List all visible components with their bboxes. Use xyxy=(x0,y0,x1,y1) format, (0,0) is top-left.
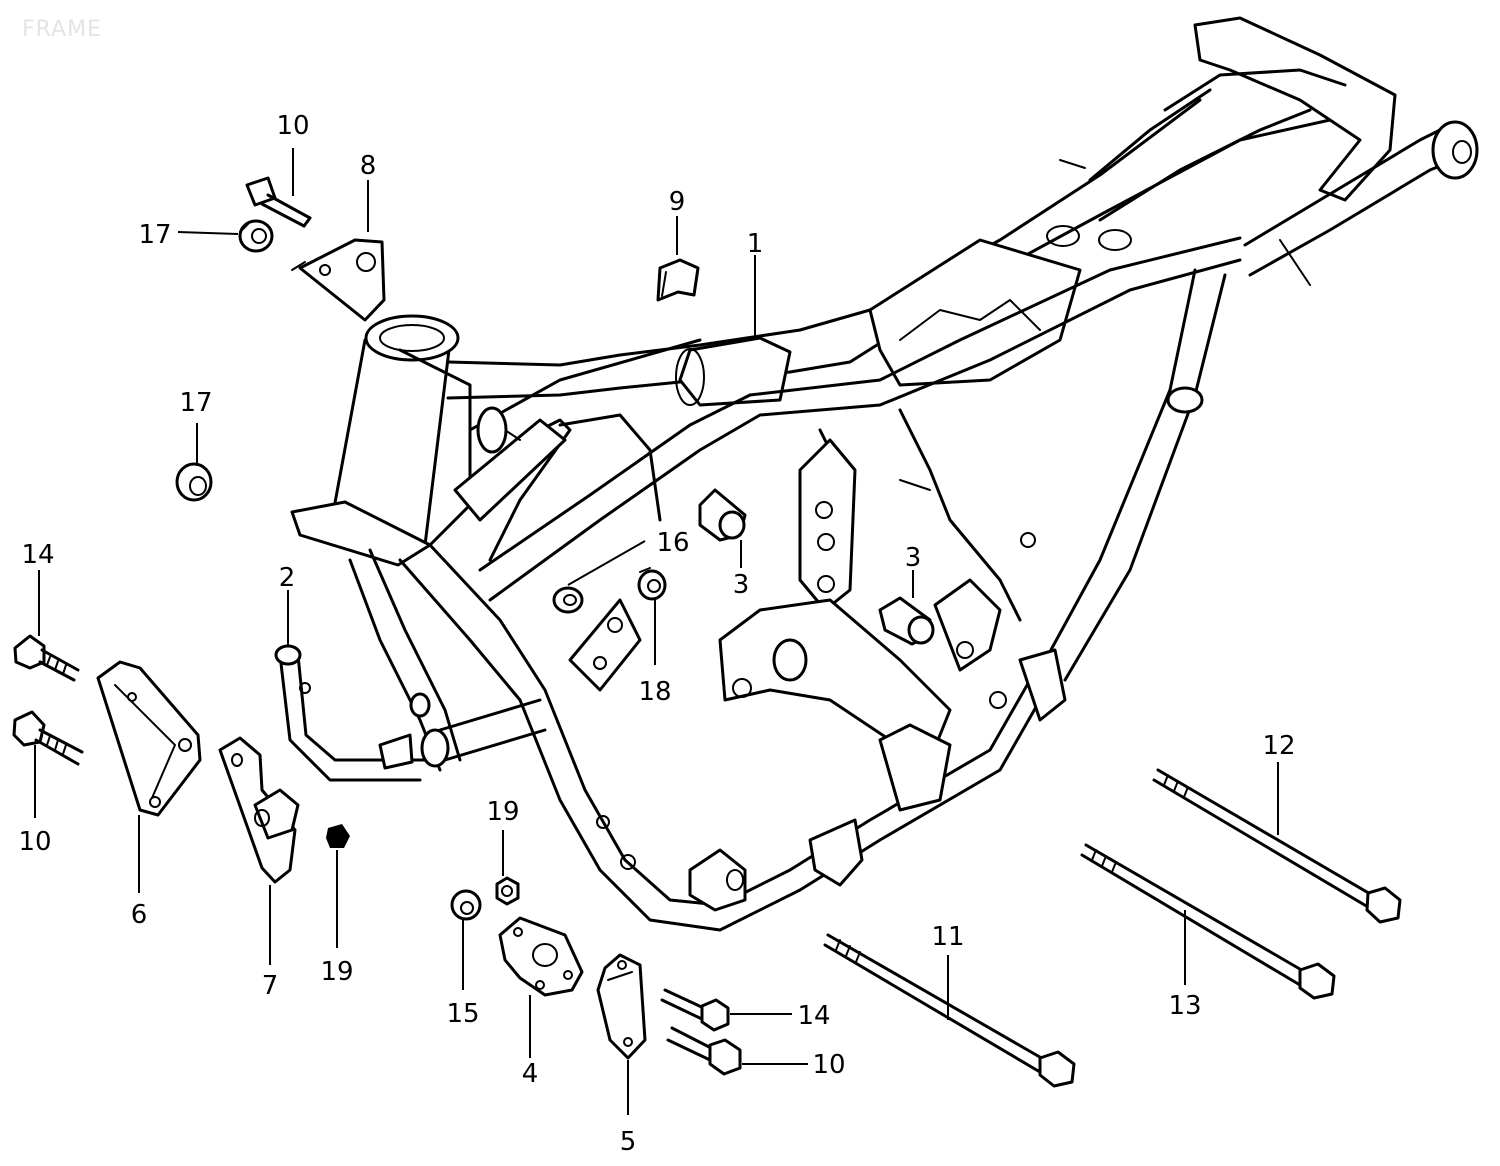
callout-12: 12 xyxy=(1262,731,1295,761)
callout-17-middle: 17 xyxy=(179,388,212,418)
callout-4: 4 xyxy=(522,1059,539,1089)
callout-10-middle: 10 xyxy=(812,1050,845,1080)
callout-18: 18 xyxy=(638,677,671,707)
callout-labels: 1 2 3 3 4 5 6 7 8 9 10 10 10 11 12 13 14… xyxy=(18,111,1295,1157)
collar-3-left xyxy=(698,488,747,542)
callout-2: 2 xyxy=(279,563,296,593)
rubber-cushion-9 xyxy=(656,258,700,302)
bolt-10-top xyxy=(245,176,312,228)
callout-14-middle: 14 xyxy=(797,1001,830,1031)
nut-18 xyxy=(637,567,667,601)
nut-19-middle xyxy=(495,876,520,906)
stud-2 xyxy=(274,644,427,782)
callout-3-right: 3 xyxy=(905,543,922,573)
callout-9: 9 xyxy=(669,187,686,217)
bracket-6 xyxy=(96,660,202,817)
long-bolt-13 xyxy=(1080,843,1336,1000)
main-frame xyxy=(290,16,1479,932)
collar-3-right xyxy=(878,596,935,646)
bolt-10-left xyxy=(12,710,84,766)
callout-11: 11 xyxy=(931,922,964,952)
callout-19-left: 19 xyxy=(320,957,353,987)
bolt-14-left xyxy=(13,634,80,682)
nut-16 xyxy=(552,586,584,614)
bolt-14-middle xyxy=(660,988,730,1032)
plate-4 xyxy=(498,916,584,997)
callout-10-left: 10 xyxy=(18,827,51,857)
collar-15 xyxy=(450,889,482,921)
bracket-5 xyxy=(596,953,647,1060)
leader-lines xyxy=(34,148,1279,1115)
callout-5: 5 xyxy=(620,1127,637,1157)
callout-3-left: 3 xyxy=(733,570,750,600)
callout-14-left: 14 xyxy=(21,540,54,570)
callout-10-top: 10 xyxy=(276,111,309,141)
callout-7: 7 xyxy=(262,971,279,1001)
nut-19-left xyxy=(326,824,350,848)
page-title: FRAME xyxy=(22,17,102,42)
long-bolt-12 xyxy=(1152,768,1402,924)
callout-8: 8 xyxy=(360,151,377,181)
callout-6: 6 xyxy=(131,900,148,930)
collar-17-top xyxy=(238,219,274,253)
collar-17-middle xyxy=(175,462,213,502)
callout-19-middle: 19 xyxy=(486,797,519,827)
bracket-8 xyxy=(291,238,386,322)
long-bolt-11 xyxy=(823,933,1076,1088)
callout-13: 13 xyxy=(1168,991,1201,1021)
bolt-10-middle xyxy=(666,1026,742,1076)
callout-16: 16 xyxy=(656,528,689,558)
callout-15: 15 xyxy=(446,999,479,1029)
callout-17-top: 17 xyxy=(138,220,171,250)
callout-1: 1 xyxy=(747,229,764,259)
bracket-7 xyxy=(218,736,300,884)
